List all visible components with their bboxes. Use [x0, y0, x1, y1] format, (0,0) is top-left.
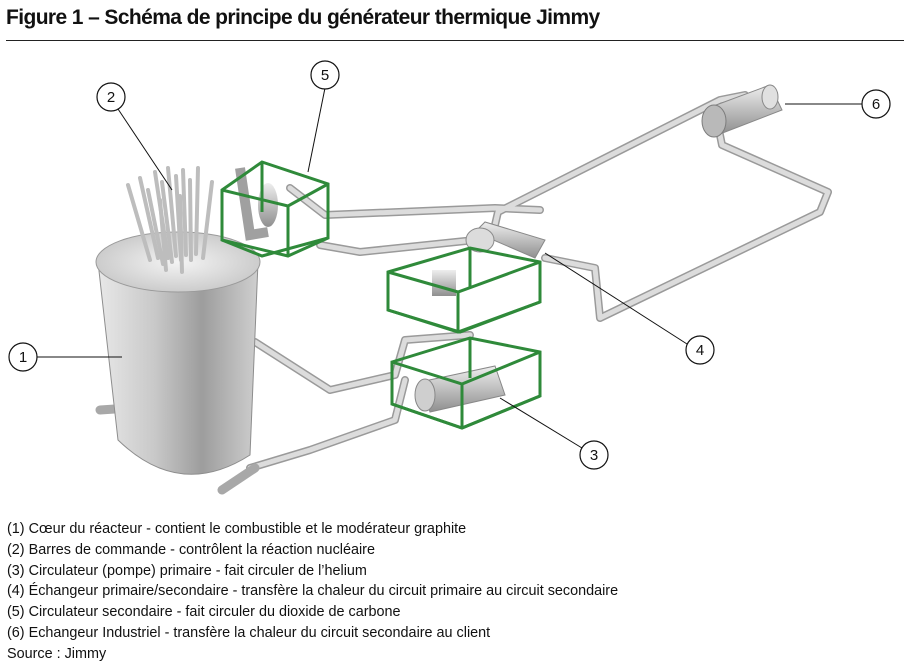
legend-item-2: (2) Barres de commande - contrôlent la r… — [7, 541, 375, 558]
legend: (1) Cœur du réacteur - contient le combu… — [7, 519, 618, 665]
legend-item-6: (6) Echangeur Industriel - transfère la … — [7, 624, 491, 641]
legend-item-5: (5) Circulateur secondaire - fait circul… — [7, 604, 401, 621]
svg-text:5: 5 — [321, 67, 329, 84]
primary-secondary-exchanger — [386, 221, 546, 334]
callout-6: 6 — [861, 89, 891, 119]
reactor-core-vessel — [95, 231, 261, 475]
piping — [95, 91, 832, 495]
callout-4: 4 — [685, 335, 715, 365]
callout-5: 5 — [310, 60, 340, 90]
svg-text:6: 6 — [872, 96, 880, 113]
source-line: Source : Jimmy — [7, 645, 107, 662]
industrial-exchanger — [701, 84, 783, 138]
callout-2: 2 — [96, 82, 126, 112]
primary-circulator — [390, 336, 542, 430]
svg-text:4: 4 — [696, 342, 704, 359]
control-rods — [126, 166, 214, 274]
callout-1: 1 — [8, 342, 38, 372]
legend-item-1: (1) Cœur du réacteur - contient le combu… — [7, 521, 467, 537]
svg-text:2: 2 — [107, 89, 115, 106]
title-rule — [6, 40, 904, 41]
callout-3: 3 — [579, 440, 609, 470]
secondary-circulator — [220, 160, 330, 258]
legend-item-4: (4) Échangeur primaire/secondaire - tran… — [7, 583, 619, 600]
svg-text:1: 1 — [19, 349, 27, 366]
legend-item-3: (3) Circulateur (pompe) primaire - fait … — [7, 562, 367, 579]
figure-title: Figure 1 – Schéma de principe du générat… — [6, 6, 600, 29]
callout-leaders — [37, 87, 862, 449]
svg-text:3: 3 — [590, 447, 598, 464]
